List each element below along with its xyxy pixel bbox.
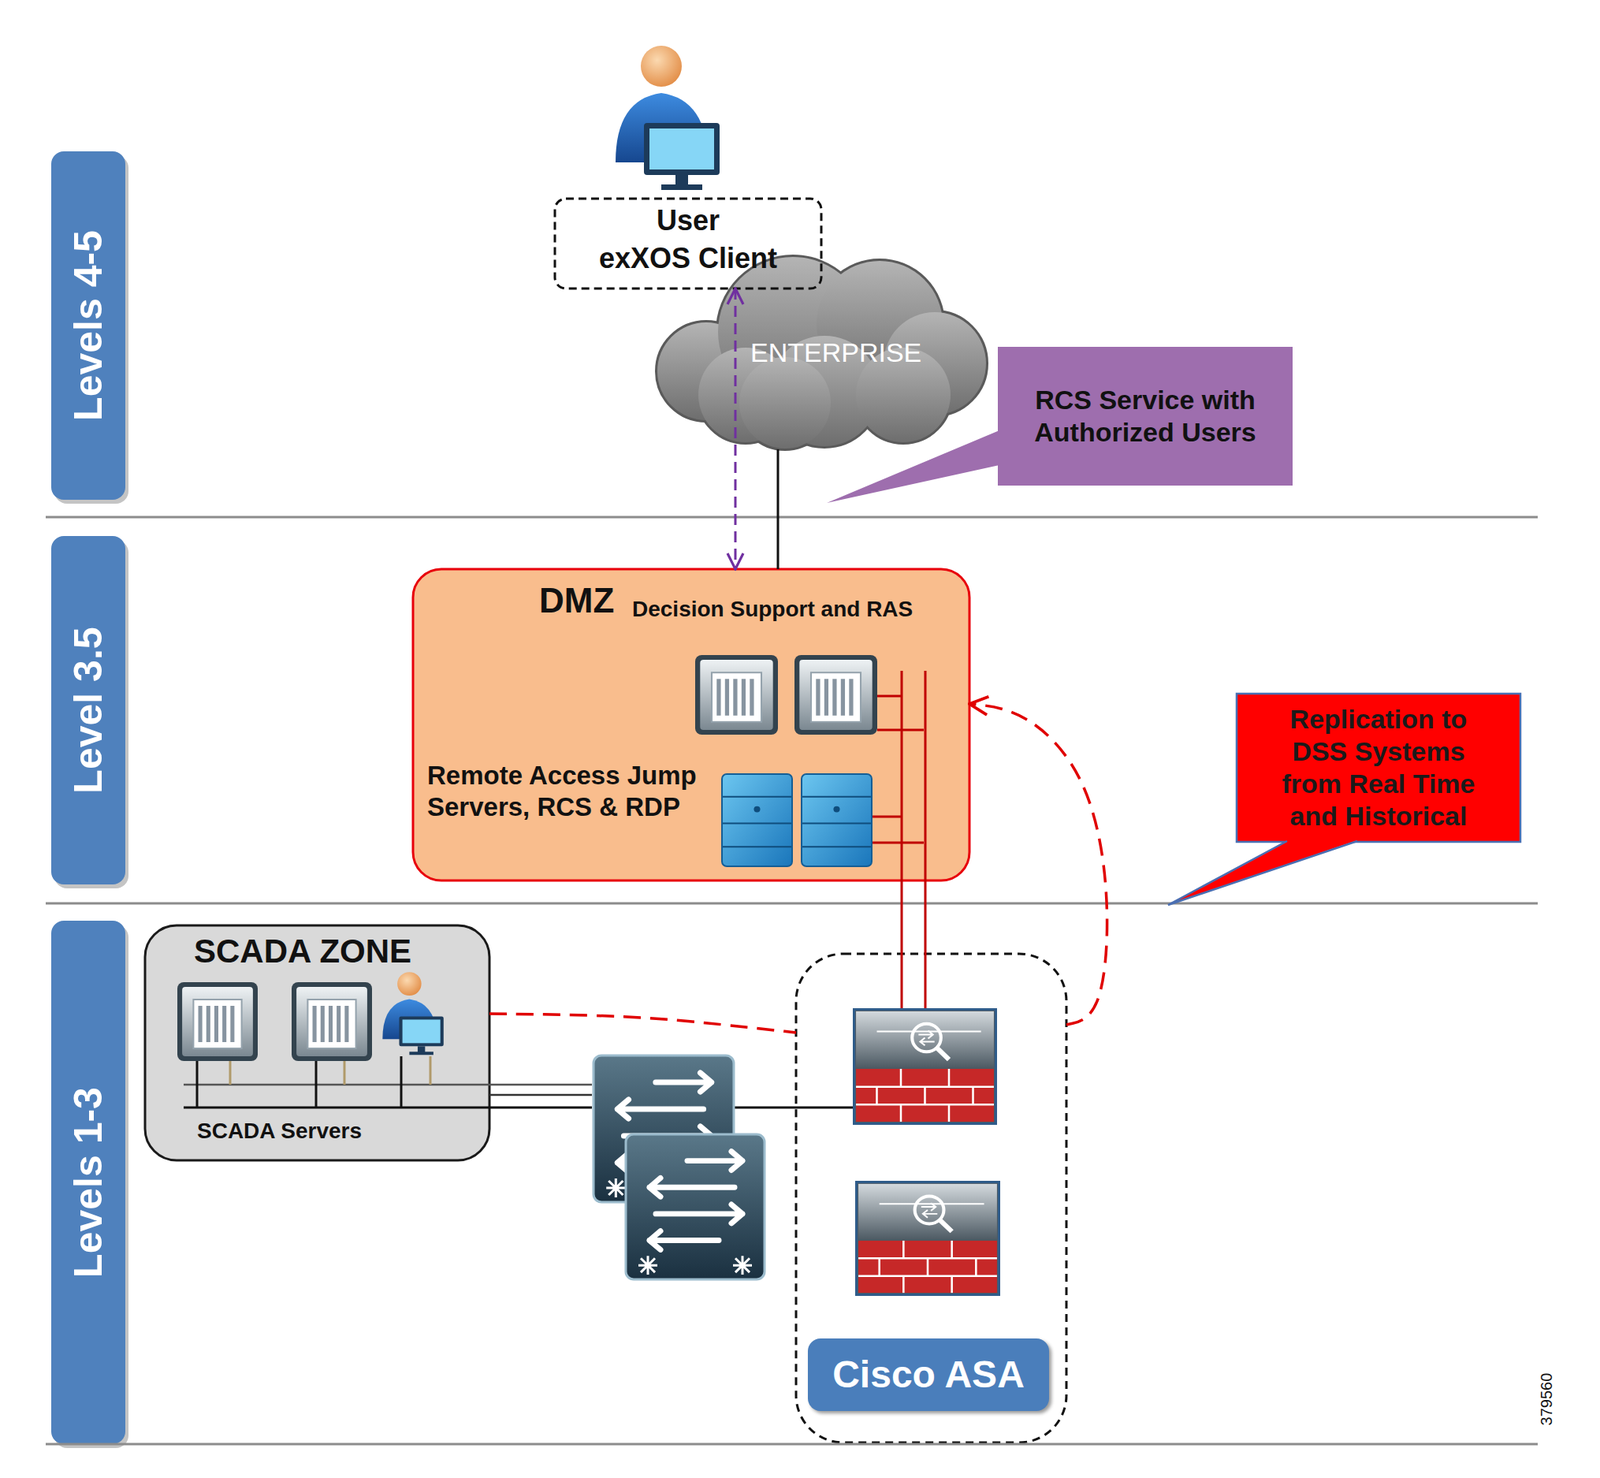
figure-number-box: 379560 <box>1529 1363 1564 1435</box>
jump-server-icon <box>721 773 793 867</box>
level-band: Level 3.5 <box>51 535 126 885</box>
callout-box: Replication to DSS Systems from Real Tim… <box>1236 693 1521 842</box>
level-band: Levels 4-5 <box>51 151 126 500</box>
text-slot: RCS Service with Authorized Users <box>997 346 1293 486</box>
client-box: UserexXOS Client <box>554 198 822 289</box>
callout-box-shape <box>1236 693 1521 842</box>
level-band-shape <box>51 535 129 889</box>
dmz-zone-shape <box>413 569 970 881</box>
text-slot: DMZ <box>539 580 614 622</box>
scada-server-icon <box>177 982 258 1061</box>
level-band-text: Level 3.5 <box>64 626 112 793</box>
client-box-text: exXOS Client <box>554 241 822 276</box>
scada-zone-shape <box>145 925 490 1161</box>
enterprise-cloud: ENTERPRISE <box>643 245 995 450</box>
level-band-text: Levels 4-5 <box>64 230 112 421</box>
enterprise-cloud-shape <box>657 256 987 449</box>
firewall-icon <box>854 1008 997 1124</box>
network-link <box>777 449 780 570</box>
scada-zone-text: SCADA ZONE <box>193 931 412 972</box>
scada-zone: SCADA ZONE SCADA Servers <box>145 925 490 1161</box>
user-icon <box>615 45 720 190</box>
operator-icon <box>382 971 443 1055</box>
switch-icon <box>625 1134 765 1280</box>
text-slot: Level 3.5 <box>51 535 126 885</box>
callout-box-text: RCS Service with Authorized Users <box>1026 383 1264 449</box>
dmz-wires <box>872 670 926 1011</box>
text-slot: Decision Support and RAS <box>632 595 913 623</box>
level-rule <box>45 517 1538 1444</box>
level-band-text: Levels 1-3 <box>64 1086 112 1278</box>
text-slot: Replication to DSS Systems from Real Tim… <box>1236 693 1521 842</box>
text-slot: exXOS Client <box>554 241 822 276</box>
text-slot: SCADA Servers <box>197 1117 362 1145</box>
dmz-zone-text: Decision Support and RAS <box>632 595 913 623</box>
scada-zone-text: SCADA Servers <box>197 1117 362 1145</box>
text-slot: Levels 4-5 <box>51 151 126 500</box>
dmz-zone-text: DMZ <box>539 580 614 622</box>
dmz-zone: DMZ Decision Support and RAS Remote Access… <box>413 569 970 881</box>
text-slot: SCADA ZONE <box>193 931 412 972</box>
figure-number: 379560 <box>1536 1373 1556 1426</box>
client-box-shape <box>554 198 822 289</box>
enterprise-cloud-text: ENTERPRISE <box>750 336 922 369</box>
access-arrow <box>734 288 737 570</box>
callout-box-text: Replication to DSS Systems from Real Tim… <box>1270 703 1488 832</box>
dmz-zone-text: Remote Access Jump Servers, RCS & RDP <box>427 759 713 823</box>
firewall-group-shape <box>796 953 1067 1443</box>
firewall-group: Cisco ASA <box>796 953 1067 1443</box>
firewall-group-text: Cisco ASA <box>807 1338 1050 1411</box>
replication-arrow <box>969 703 1108 1025</box>
scada-bus <box>183 1056 853 1108</box>
text-slot: ENTERPRISE <box>750 336 922 369</box>
level-band-shape <box>51 151 129 504</box>
callout-tail <box>1168 840 1358 905</box>
callout-box: RCS Service with Authorized Users <box>997 346 1293 486</box>
callout-tail <box>826 430 1000 503</box>
scada-server-icon <box>291 982 373 1061</box>
firewall-icon <box>856 1181 1000 1295</box>
callout-tail-edge <box>1168 840 1358 905</box>
server-icon <box>695 654 778 735</box>
text-slot: User <box>554 203 822 238</box>
level-band-shape <box>51 920 129 1448</box>
callout-box-shape <box>997 346 1293 486</box>
replication-path <box>489 1013 797 1033</box>
server-icon <box>794 654 878 735</box>
text-slot: Cisco ASA <box>807 1338 1050 1411</box>
jump-server-icon <box>801 773 872 867</box>
level-band: Levels 1-3 <box>51 920 126 1444</box>
text-slot: Remote Access Jump Servers, RCS & RDP <box>427 759 713 823</box>
text-slot: Levels 1-3 <box>51 920 126 1444</box>
client-box-text: User <box>554 203 822 238</box>
